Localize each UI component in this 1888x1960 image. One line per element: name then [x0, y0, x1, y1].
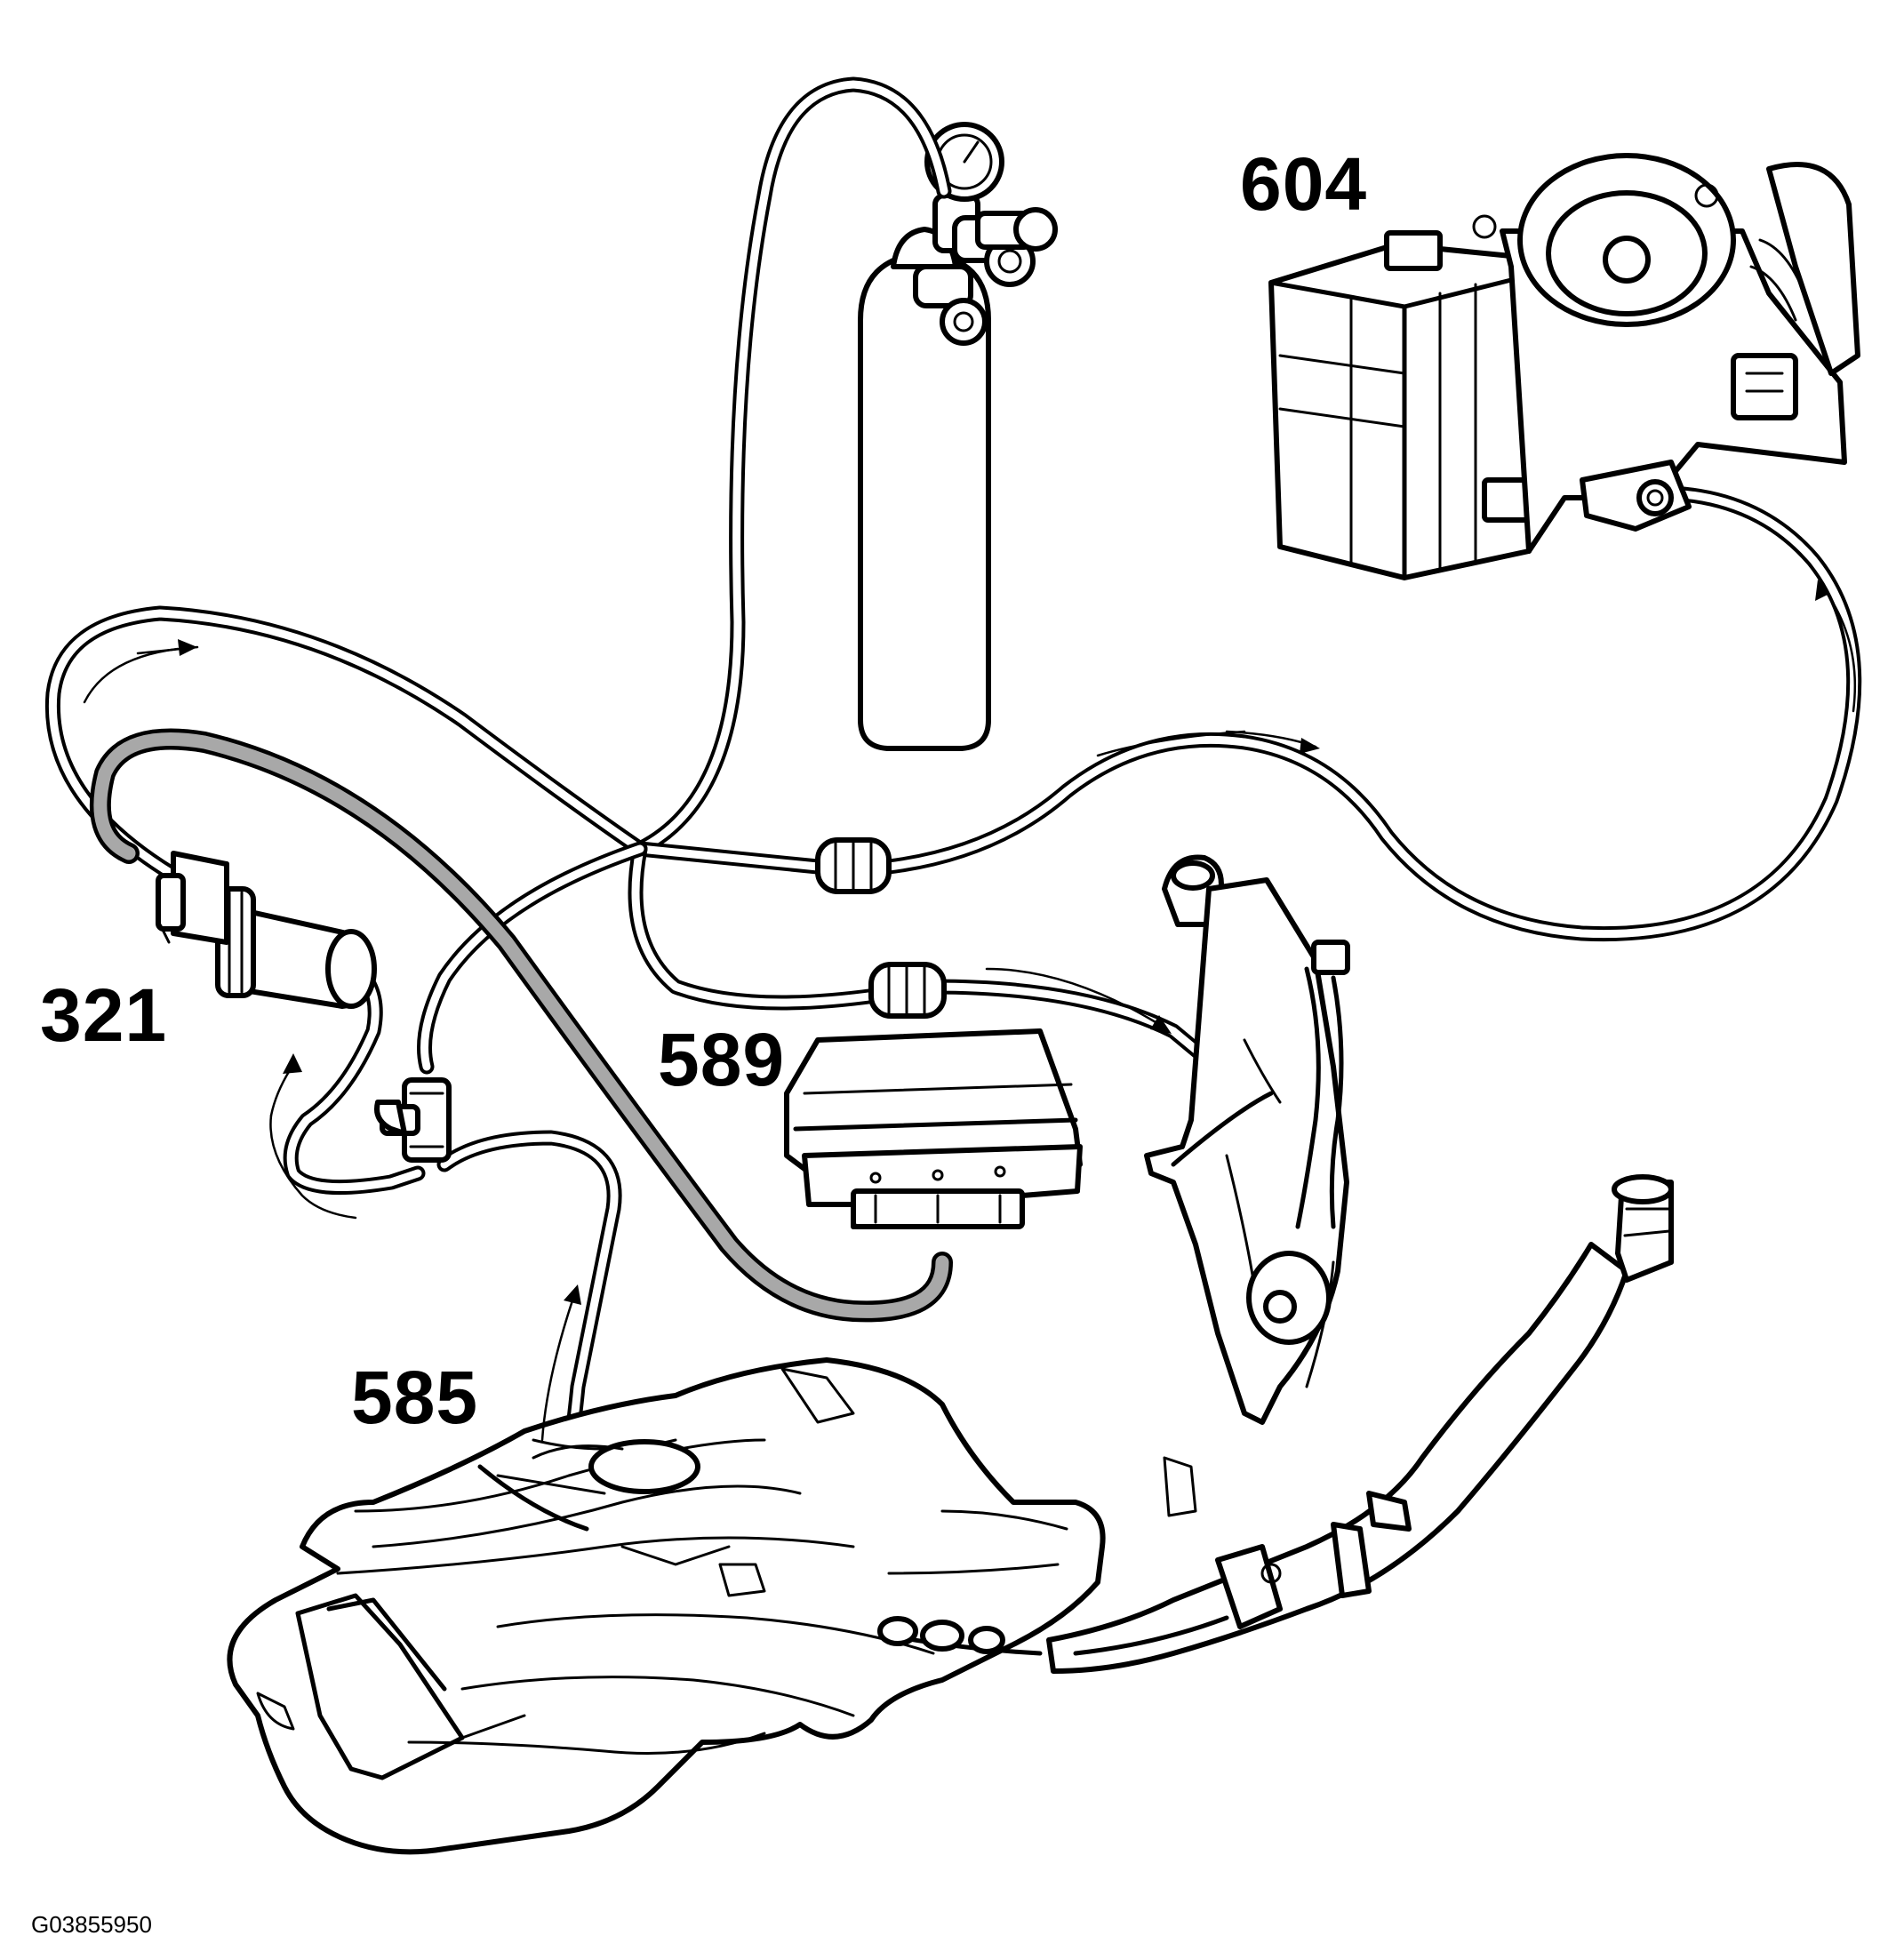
shutoff-valve [374, 1077, 452, 1163]
upper-hose [44, 605, 826, 888]
flow-arrow-throttle-return [1815, 580, 1857, 713]
inline-connector-upper [815, 837, 892, 894]
flow-arrow-canister [269, 1053, 357, 1220]
supply-hose [632, 76, 952, 857]
filler-neck [877, 1174, 1674, 1674]
callout-589: 589 [658, 1018, 786, 1101]
throttle-hose [881, 485, 1862, 942]
callout-585: 585 [351, 1356, 479, 1439]
control-module [784, 1028, 1083, 1229]
canister-hose [283, 956, 426, 1196]
callout-321: 321 [40, 973, 168, 1057]
grey-hose [89, 728, 953, 1323]
engine-bracket [1144, 854, 1350, 1425]
flow-arrow-upper-loop [83, 639, 199, 704]
pressure-regulator [913, 122, 1058, 346]
fuel-tank [227, 1357, 1106, 1855]
leak-detection-pump [156, 851, 377, 1009]
throttle-body [1268, 153, 1860, 580]
callout-604: 604 [1240, 142, 1368, 226]
figure-id: G03855950 [31, 1911, 152, 1938]
flow-arrow-throttle-hose [1096, 730, 1320, 757]
tank-hose [436, 1130, 622, 1466]
pressure-cylinder [858, 227, 991, 751]
inline-connector-lower [868, 962, 947, 1019]
valve-hose [417, 841, 648, 1075]
flow-arrow-tank [540, 1284, 581, 1442]
flow-arrow-purge [985, 967, 1172, 1034]
